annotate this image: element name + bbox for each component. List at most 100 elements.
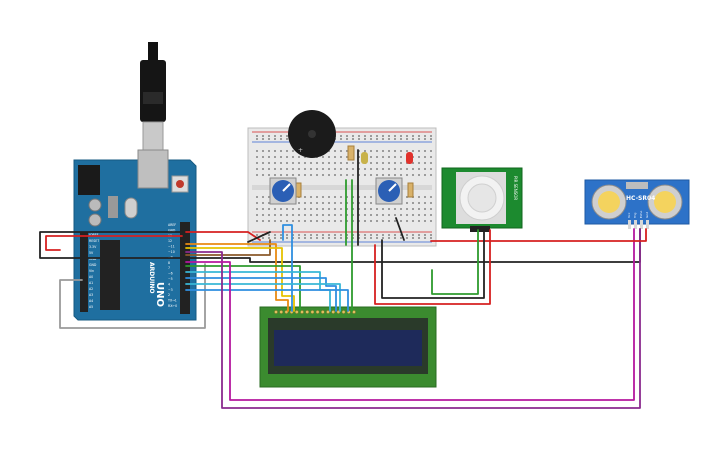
bb-hole bbox=[358, 208, 360, 210]
usb-plug-metal bbox=[142, 121, 164, 153]
lcd-pin bbox=[320, 310, 325, 314]
bb-hole bbox=[424, 135, 426, 137]
bb-hole bbox=[262, 214, 264, 216]
wire-brown bbox=[185, 239, 271, 256]
bb-hole bbox=[346, 138, 348, 140]
bb-hole bbox=[424, 220, 426, 222]
bb-hole bbox=[286, 138, 288, 140]
bb-hole bbox=[340, 138, 342, 140]
bb-hole bbox=[370, 237, 372, 239]
bb-hole bbox=[292, 168, 294, 170]
bb-hole bbox=[328, 156, 330, 158]
bb-hole bbox=[268, 220, 270, 222]
hc-sr04-pin bbox=[634, 220, 637, 229]
bb-hole bbox=[382, 135, 384, 137]
bb-hole bbox=[292, 234, 294, 236]
bb-hole bbox=[346, 237, 348, 239]
bb-hole bbox=[358, 174, 360, 176]
wire-5v-rail bbox=[185, 231, 261, 241]
bb-hole bbox=[430, 196, 432, 198]
bb-hole bbox=[340, 135, 342, 137]
bb-hole bbox=[298, 162, 300, 164]
bb-hole bbox=[346, 162, 348, 164]
bb-hole bbox=[280, 168, 282, 170]
bb-hole bbox=[352, 162, 354, 164]
bb-hole bbox=[286, 208, 288, 210]
lcd-pin bbox=[274, 310, 278, 314]
bb-hole bbox=[400, 208, 402, 210]
bb-hole bbox=[274, 135, 276, 137]
bb-hole bbox=[256, 156, 258, 158]
bb-hole bbox=[406, 138, 408, 140]
bb-hole bbox=[358, 156, 360, 158]
bb-hole bbox=[358, 135, 360, 137]
bb-hole bbox=[304, 196, 306, 198]
bb-hole bbox=[262, 237, 264, 239]
bb-hole bbox=[340, 156, 342, 158]
bb-hole bbox=[268, 156, 270, 158]
bb-hole bbox=[268, 214, 270, 216]
arduino-pin-label: A1 bbox=[89, 281, 93, 285]
bb-hole bbox=[388, 220, 390, 222]
bb-hole bbox=[268, 168, 270, 170]
bb-hole bbox=[256, 208, 258, 210]
bb-hole bbox=[382, 156, 384, 158]
bb-hole bbox=[388, 156, 390, 158]
bb-hole bbox=[316, 214, 318, 216]
bb-hole bbox=[406, 135, 408, 137]
bb-hole bbox=[358, 168, 360, 170]
bb-hole bbox=[292, 220, 294, 222]
bb-hole bbox=[286, 150, 288, 152]
bb-hole bbox=[430, 135, 432, 137]
bb-hole bbox=[394, 214, 396, 216]
wire-green-pir bbox=[431, 229, 479, 295]
bb-hole bbox=[310, 237, 312, 239]
bb-hole bbox=[382, 174, 384, 176]
bb-hole bbox=[388, 168, 390, 170]
led-yellow-body bbox=[361, 152, 368, 164]
capacitor-1 bbox=[88, 198, 102, 212]
bb-hole bbox=[280, 234, 282, 236]
arduino-pin-label: ~3 bbox=[168, 288, 173, 292]
arduino-pin-label: GND bbox=[89, 263, 97, 267]
bb-hole bbox=[412, 234, 414, 236]
bb-hole bbox=[340, 234, 342, 236]
bb-hole bbox=[400, 234, 402, 236]
bb-hole bbox=[256, 174, 258, 176]
bb-hole bbox=[406, 150, 408, 152]
bb-hole bbox=[286, 174, 288, 176]
bb-hole bbox=[430, 150, 432, 152]
bb-hole bbox=[406, 220, 408, 222]
bb-hole bbox=[370, 156, 372, 158]
bb-hole bbox=[262, 202, 264, 204]
arduino-pin-label: ~11 bbox=[168, 245, 175, 249]
bb-hole bbox=[286, 237, 288, 239]
wire-gray-analog bbox=[59, 263, 206, 329]
bb-hole bbox=[364, 234, 366, 236]
hc-sr04-label: HC-SR04 bbox=[626, 195, 655, 202]
breadboard-center-channel bbox=[252, 185, 432, 190]
bb-hole bbox=[304, 214, 306, 216]
bb-hole bbox=[268, 162, 270, 164]
bb-hole bbox=[262, 168, 264, 170]
bb-hole bbox=[310, 168, 312, 170]
bb-hole bbox=[376, 174, 378, 176]
arduino-pin-label: A3 bbox=[89, 293, 93, 297]
bb-hole bbox=[298, 214, 300, 216]
bb-hole bbox=[376, 237, 378, 239]
bb-hole bbox=[322, 220, 324, 222]
bb-hole bbox=[352, 196, 354, 198]
bb-hole bbox=[256, 234, 258, 236]
bb-hole bbox=[304, 202, 306, 204]
bb-hole bbox=[370, 168, 372, 170]
bb-hole bbox=[382, 237, 384, 239]
bb-hole bbox=[358, 220, 360, 222]
arduino-pin-label: ~10 bbox=[168, 250, 175, 254]
bb-hole bbox=[412, 208, 414, 210]
lcd-pin bbox=[310, 310, 315, 314]
bb-hole bbox=[298, 237, 300, 239]
bb-hole bbox=[346, 234, 348, 236]
bb-hole bbox=[262, 150, 264, 152]
bb-hole bbox=[394, 208, 396, 210]
